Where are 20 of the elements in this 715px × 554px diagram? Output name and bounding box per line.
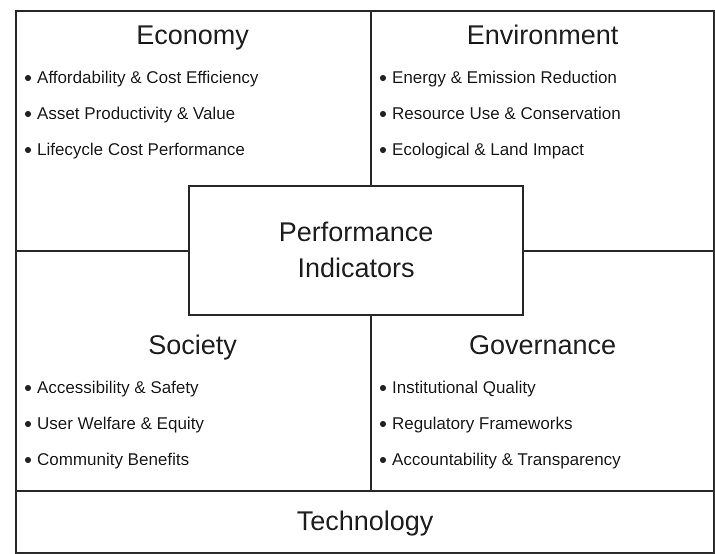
list-item: Accountability & Transparency [392, 450, 621, 470]
panel-title: Governance [468, 330, 616, 361]
panel-title: Performance Indicators [278, 216, 434, 284]
list-item: Asset Productivity & Value [37, 104, 236, 124]
panel-title: Economy [136, 20, 249, 51]
central-box [188, 185, 524, 316]
panel-title: Environment [466, 20, 618, 51]
list-item: Regulatory Frameworks [392, 414, 572, 434]
list-item: Ecological & Land Impact [392, 140, 584, 160]
list-item: Lifecycle Cost Performance [37, 140, 245, 160]
list-item: Accessibility & Safety [37, 378, 199, 398]
panel-title: Society [148, 330, 237, 361]
list-item: Energy & Emission Reduction [392, 68, 617, 88]
list-item: User Welfare & Equity [37, 414, 204, 434]
list-item: Resource Use & Conservation [392, 104, 621, 124]
panel-title: Technology [296, 506, 434, 537]
list-item: Community Benefits [37, 450, 190, 470]
list-item: Affordability & Cost Efficiency [37, 68, 258, 88]
list-item: Institutional Quality [392, 378, 536, 398]
category-band [15, 490, 715, 554]
